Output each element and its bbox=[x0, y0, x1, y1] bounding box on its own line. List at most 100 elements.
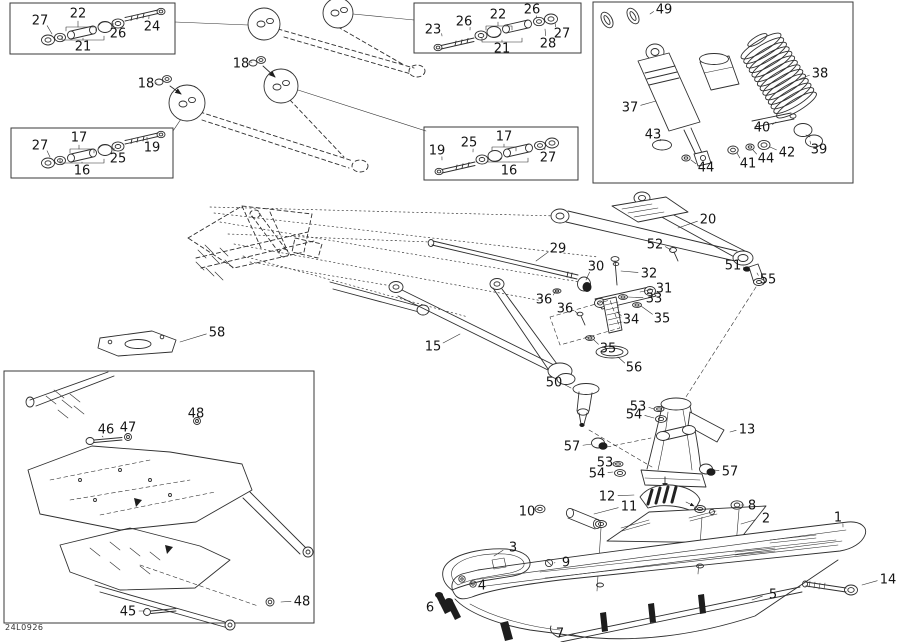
svg-text:40: 40 bbox=[754, 121, 771, 136]
callout-28: 28 bbox=[540, 28, 557, 52]
svg-text:52: 52 bbox=[647, 238, 664, 253]
callout-12: 12 bbox=[599, 490, 635, 505]
callout-49: 49 bbox=[649, 3, 672, 18]
inset-lower-arm-front-hardware bbox=[10, 127, 174, 179]
callout-2: 2 bbox=[740, 512, 770, 527]
svg-text:55: 55 bbox=[760, 273, 777, 288]
callout-22: 22 bbox=[65, 7, 97, 32]
svg-text:13: 13 bbox=[739, 423, 756, 438]
svg-text:26: 26 bbox=[524, 3, 541, 18]
callout-5: 5 bbox=[751, 588, 777, 603]
svg-text:28: 28 bbox=[540, 37, 557, 52]
callout-30: 30 bbox=[585, 260, 604, 281]
callout-51: 51 bbox=[725, 259, 745, 274]
svg-text:53: 53 bbox=[630, 400, 647, 415]
callout-26: 26 bbox=[524, 3, 541, 19]
inset-lower-arm-rear-hardware bbox=[423, 126, 579, 181]
callout-17: 17 bbox=[491, 130, 517, 152]
svg-text:22: 22 bbox=[490, 8, 507, 23]
callout-46: 46 bbox=[98, 423, 115, 438]
callout-18: 18 bbox=[233, 57, 253, 72]
svg-text:8: 8 bbox=[748, 499, 756, 514]
callout-35: 35 bbox=[640, 305, 671, 327]
callout-48: 48 bbox=[280, 595, 310, 610]
svg-text:34: 34 bbox=[623, 313, 640, 328]
callout-23: 23 bbox=[425, 23, 443, 38]
inset-upper-arm-rear-hardware bbox=[413, 2, 582, 54]
callout-31: 31 bbox=[639, 282, 672, 297]
callout-27: 27 bbox=[32, 14, 53, 35]
ski-assembly bbox=[435, 484, 867, 642]
svg-text:35: 35 bbox=[654, 312, 671, 327]
callout-35: 35 bbox=[593, 339, 616, 357]
svg-text:43: 43 bbox=[645, 128, 662, 143]
callout-27: 27 bbox=[32, 139, 51, 158]
callout-1: 1 bbox=[834, 511, 844, 528]
svg-text:14: 14 bbox=[880, 573, 897, 588]
svg-text:4: 4 bbox=[478, 579, 486, 594]
callout-20: 20 bbox=[677, 213, 717, 229]
svg-text:24: 24 bbox=[144, 20, 161, 35]
callout-34: 34 bbox=[616, 311, 640, 328]
callout-18: 18 bbox=[138, 77, 158, 92]
svg-text:1: 1 bbox=[834, 511, 842, 526]
svg-text:48: 48 bbox=[188, 407, 205, 422]
svg-text:16: 16 bbox=[74, 164, 91, 179]
callout-22: 22 bbox=[485, 8, 513, 31]
callout-19: 19 bbox=[144, 136, 161, 156]
callout-47: 47 bbox=[120, 421, 137, 436]
svg-text:17: 17 bbox=[71, 131, 88, 146]
svg-text:27: 27 bbox=[554, 27, 571, 42]
callout-53: 53 bbox=[597, 456, 617, 471]
svg-text:2: 2 bbox=[762, 512, 770, 527]
callout-26: 26 bbox=[110, 22, 126, 42]
svg-text:22: 22 bbox=[70, 7, 87, 22]
tie-rod-and-steering-link bbox=[427, 239, 657, 346]
callout-55: 55 bbox=[756, 273, 777, 288]
callout-38: 38 bbox=[799, 67, 829, 82]
svg-text:19: 19 bbox=[144, 141, 161, 156]
svg-text:33: 33 bbox=[646, 292, 663, 307]
callout-7: 7 bbox=[556, 627, 589, 642]
svg-text:47: 47 bbox=[120, 421, 137, 436]
svg-text:11: 11 bbox=[621, 500, 638, 515]
inset-shock-absorber bbox=[592, 1, 854, 184]
svg-text:25: 25 bbox=[461, 136, 478, 151]
callout-56: 56 bbox=[617, 356, 642, 376]
svg-text:7: 7 bbox=[556, 627, 564, 642]
callout-37: 37 bbox=[622, 101, 657, 116]
callout-8: 8 bbox=[740, 499, 756, 514]
document-code: 24L0926 bbox=[5, 623, 44, 632]
svg-text:16: 16 bbox=[501, 164, 518, 179]
svg-text:18: 18 bbox=[233, 57, 250, 72]
svg-text:44: 44 bbox=[698, 161, 715, 176]
svg-text:12: 12 bbox=[599, 490, 616, 505]
inset-connector-lines bbox=[172, 13, 427, 132]
callout-50: 50 bbox=[546, 376, 572, 391]
svg-text:57: 57 bbox=[564, 440, 581, 455]
svg-text:20: 20 bbox=[700, 213, 717, 228]
callout-21: 21 bbox=[61, 35, 105, 55]
callout-53: 53 bbox=[630, 400, 655, 415]
svg-text:50: 50 bbox=[546, 376, 563, 391]
ski-leg-spindle bbox=[591, 397, 725, 490]
shock-absorber-assembly bbox=[600, 7, 823, 167]
upper-control-arms-ghost bbox=[154, 0, 426, 173]
front-frame-module-ghost bbox=[97, 205, 599, 357]
callout-11: 11 bbox=[593, 500, 638, 515]
lower-a-arm bbox=[388, 278, 653, 468]
svg-text:58: 58 bbox=[209, 326, 226, 341]
inset-upper-arm-front-hardware bbox=[9, 2, 176, 55]
callout-27: 27 bbox=[554, 22, 571, 42]
callout-25: 25 bbox=[461, 136, 478, 153]
svg-text:6: 6 bbox=[426, 601, 434, 616]
svg-text:3: 3 bbox=[509, 541, 517, 556]
callout-3: 3 bbox=[493, 541, 517, 557]
svg-text:5: 5 bbox=[769, 588, 777, 603]
callout-19: 19 bbox=[429, 144, 445, 161]
svg-text:27: 27 bbox=[32, 14, 49, 29]
svg-text:38: 38 bbox=[812, 67, 829, 82]
callout-57: 57 bbox=[564, 440, 593, 455]
callout-32: 32 bbox=[620, 267, 657, 282]
callout-13: 13 bbox=[729, 423, 756, 438]
